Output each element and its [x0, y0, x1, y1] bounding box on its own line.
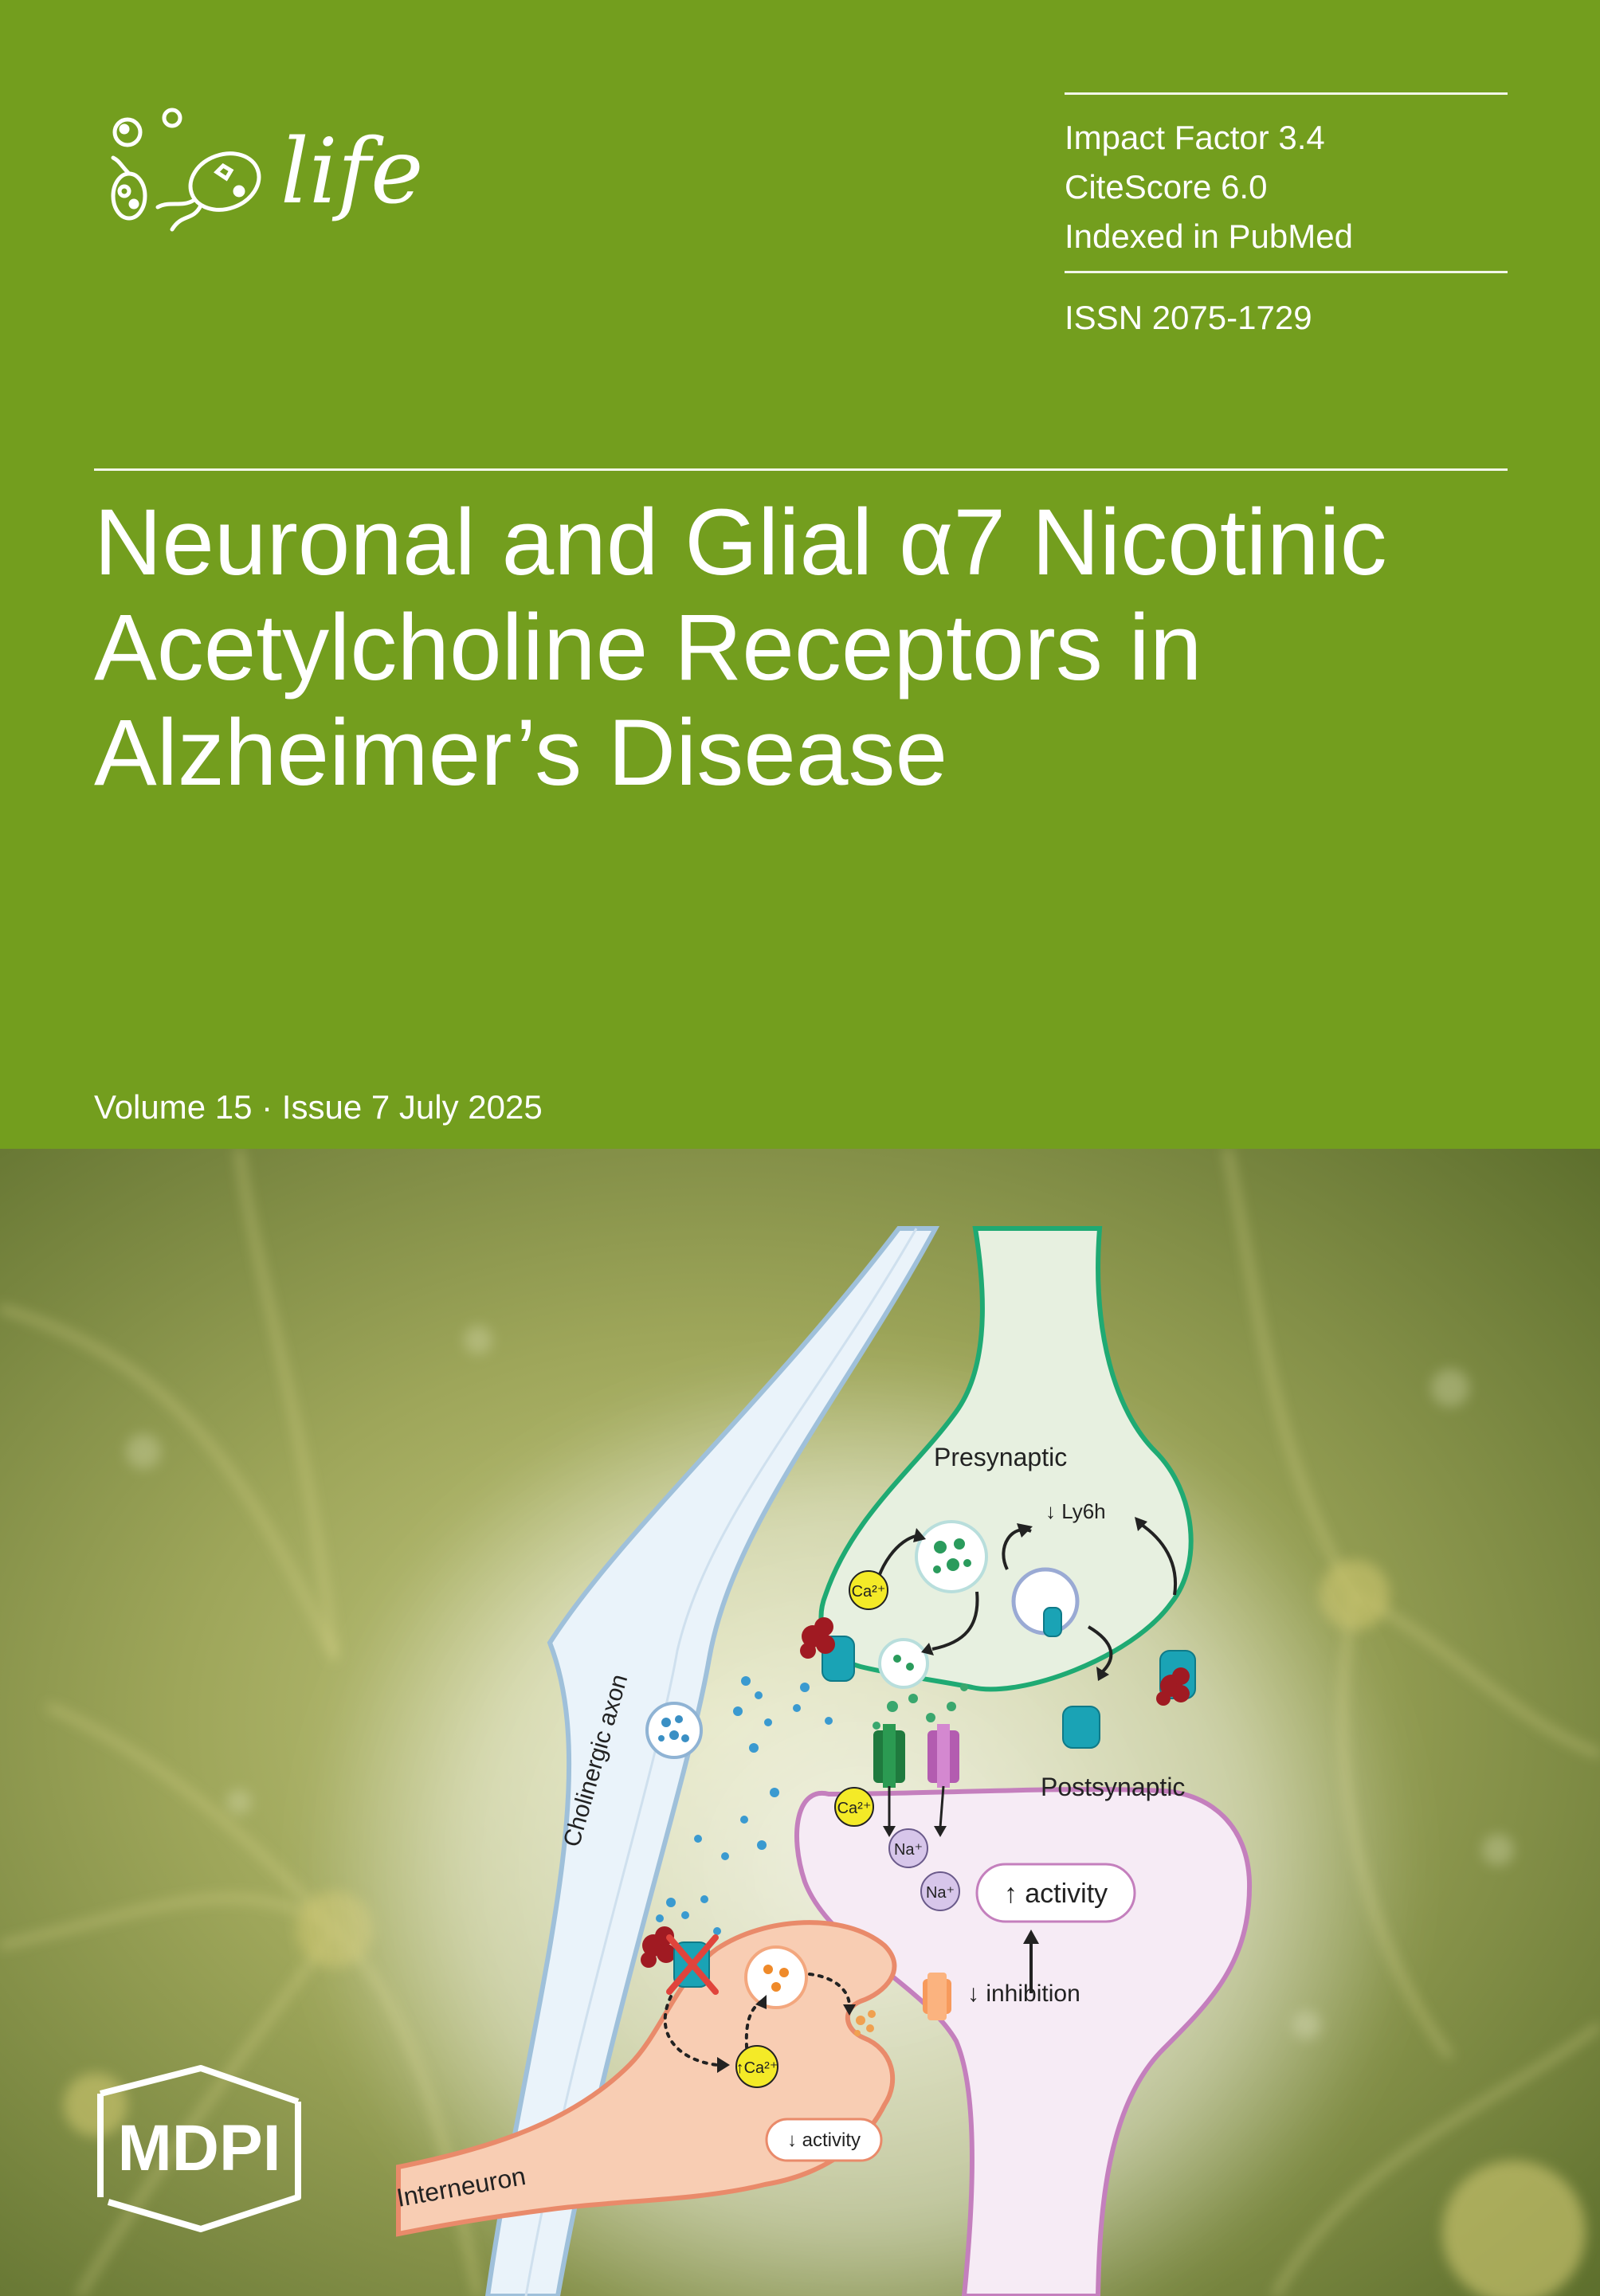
activity-down-badge — [765, 2118, 883, 2162]
label-calcium-post: Ca²⁺ — [837, 1800, 872, 1817]
title-line: Neuronal and Glial α7 Nicotinic — [94, 490, 1387, 595]
postsynaptic-receptors — [873, 1724, 959, 1788]
article-title: Neuronal and Glial α7 Nicotinic Acetylch… — [94, 490, 1544, 805]
indexed-in: Indexed in PubMed — [1065, 217, 1353, 255]
citescore: CiteScore 6.0 — [1065, 168, 1268, 206]
presynaptic-vesicle — [915, 1520, 988, 1593]
label-sodium: Na⁺ — [894, 1841, 923, 1859]
cover-image: Cholinergic axon Postsynaptic Presynapti… — [0, 1149, 1600, 2296]
label-calcium: Ca²⁺ — [852, 1583, 886, 1601]
label-sodium: Na⁺ — [926, 1884, 955, 1902]
label-ly6h: ↓ Ly6h — [1045, 1499, 1106, 1523]
label-presynaptic: Presynaptic — [934, 1443, 1067, 1471]
a7-receptor — [1062, 1706, 1100, 1749]
title-divider — [94, 468, 1508, 471]
publisher-name: MDPI — [118, 2112, 281, 2184]
label-inhibition-down: ↓ inhibition — [967, 1981, 1080, 2007]
issn: ISSN 2075-1729 — [1065, 299, 1312, 336]
block-cross-icon — [666, 1934, 719, 1995]
label-activity-down: ↓ activity — [787, 2129, 861, 2151]
activity-up-badge — [975, 1863, 1136, 1923]
acetylcholine-molecules — [656, 1676, 833, 1935]
interneuron-vesicle — [744, 1945, 808, 2009]
journal-name: life — [280, 120, 424, 224]
label-postsynaptic: Postsynaptic — [1041, 1773, 1185, 1801]
presynaptic-terminal — [818, 1226, 1194, 1692]
cover-header: life Impact Factor 3.4 CiteScore 6.0 Ind… — [94, 92, 1544, 1126]
hexagon-logo-icon — [97, 2065, 301, 2232]
calcium-ion — [849, 1570, 888, 1610]
title-line: Acetylcholine Receptors in — [94, 595, 1202, 700]
a7-receptor — [1043, 1607, 1062, 1637]
label-calcium-up: ↑Ca²⁺ — [736, 2059, 778, 2077]
meta-divider-top — [1065, 92, 1508, 95]
title-line: Alzheimer’s Disease — [94, 700, 948, 805]
inhibitory-channel — [923, 1973, 951, 2020]
amyloid-beta-cluster — [641, 1617, 1190, 1968]
impact-factor: Impact Factor 3.4 — [1065, 119, 1325, 156]
fusing-vesicle — [878, 1638, 929, 1689]
meta-divider-bottom — [1065, 271, 1508, 273]
cholinergic-axon — [484, 1226, 940, 2296]
synapse-illustration: Cholinergic axon Postsynaptic Presynapti… — [0, 1149, 1600, 2296]
label-activity-up: ↑ activity — [1004, 1879, 1108, 1909]
volume-issue: Volume 15 · Issue 7 July 2025 — [94, 1088, 543, 1126]
microorganism-icon — [111, 108, 261, 232]
